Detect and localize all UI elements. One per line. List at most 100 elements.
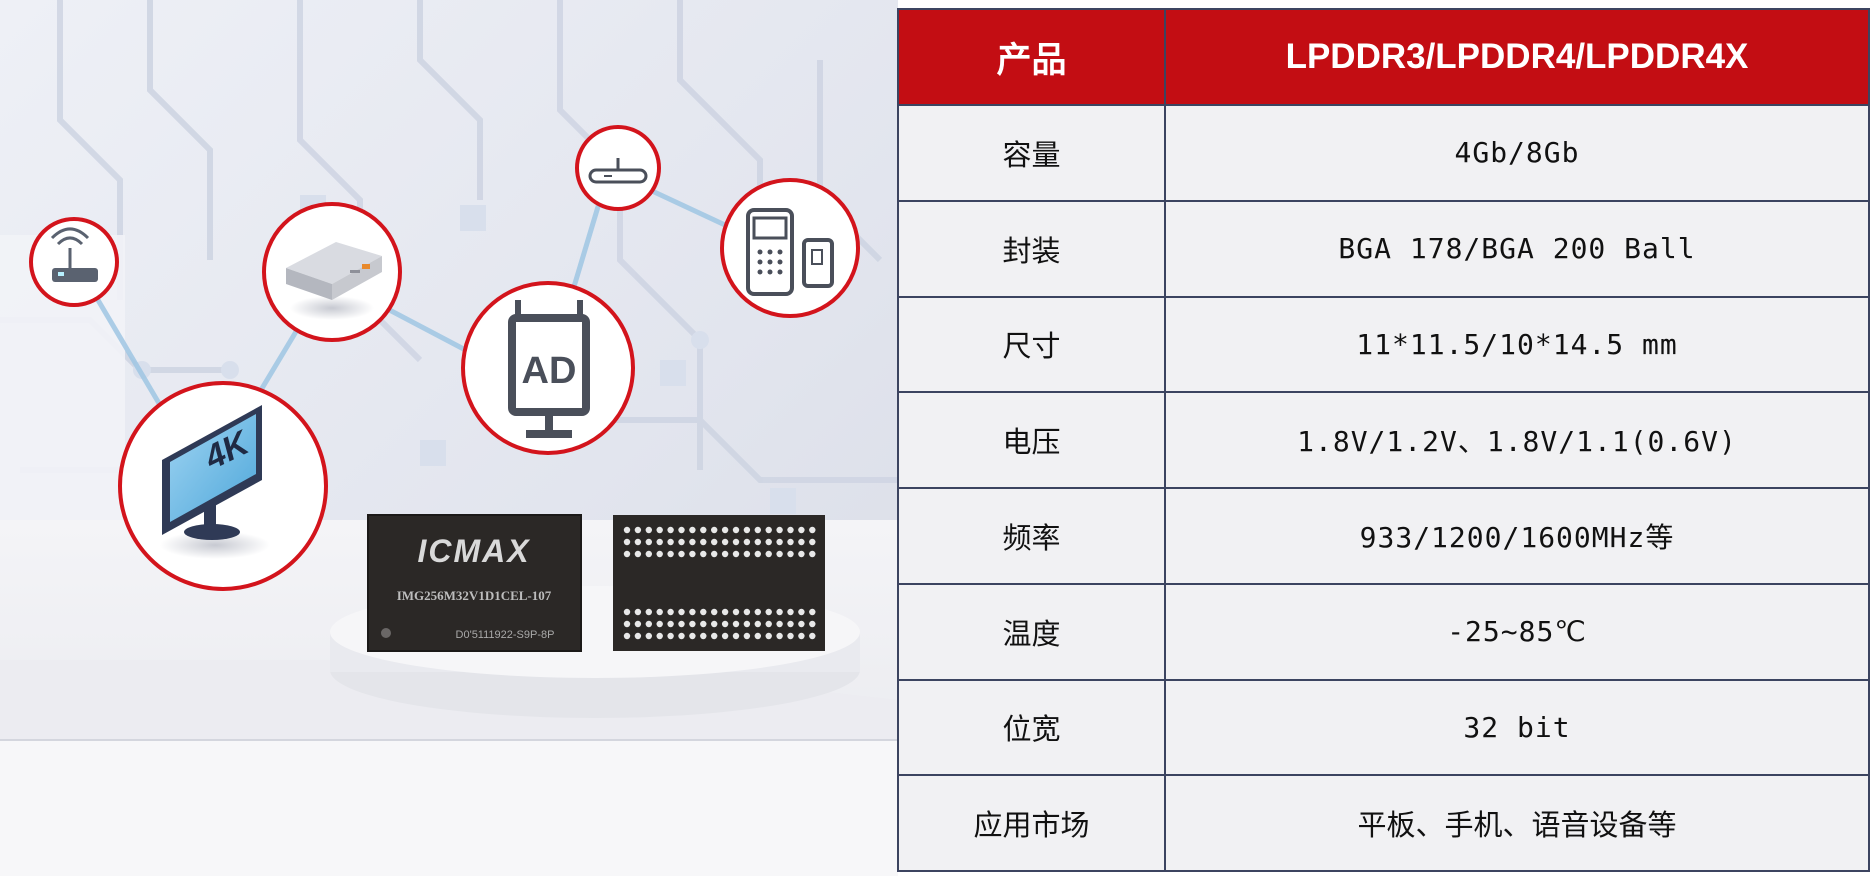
spec-row-capacity: 容量 4Gb/8Gb xyxy=(897,104,1870,202)
bga-ball xyxy=(667,538,674,546)
bga-ball xyxy=(809,550,816,558)
bga-ball xyxy=(809,538,816,546)
bga-ball xyxy=(689,538,696,546)
spec-value: 平板、手机、语音设备等 xyxy=(1164,774,1870,872)
bga-ball xyxy=(798,538,805,546)
bga-ball xyxy=(634,550,642,558)
bga-ball-array xyxy=(623,526,816,640)
billboard-ad-label: AD xyxy=(522,350,577,392)
bga-ball xyxy=(743,550,751,558)
bga-ball xyxy=(656,538,663,546)
bga-ball xyxy=(700,538,707,546)
bga-ball xyxy=(700,550,707,558)
bga-ball xyxy=(787,526,794,534)
bga-ball xyxy=(634,608,642,616)
monitor-4k-icon: 4K xyxy=(118,381,328,591)
bga-ball xyxy=(645,550,652,558)
bga-ball xyxy=(711,620,718,628)
bga-ball xyxy=(798,526,805,534)
bga-ball xyxy=(656,608,663,616)
bga-ball xyxy=(711,538,718,546)
bga-ball xyxy=(623,608,631,616)
bga-ball xyxy=(765,608,772,616)
bga-ball xyxy=(689,526,696,534)
bga-ball xyxy=(700,620,707,628)
bga-ball xyxy=(721,620,729,628)
bga-ball xyxy=(809,632,816,640)
bga-ball xyxy=(721,632,729,640)
bga-ball xyxy=(721,608,729,616)
spec-value: -25~85℃ xyxy=(1164,582,1870,681)
spec-row-dimensions: 尺寸 11*11.5/10*14.5 mm xyxy=(897,295,1870,394)
bga-ball xyxy=(732,620,740,628)
chip-logo: ICMAX xyxy=(417,533,530,569)
bga-ball xyxy=(678,620,685,628)
bga-ball xyxy=(809,526,816,534)
memory-chip-front: ICMAX IMG256M32V1D1CEL-107 D0'5111922-S9… xyxy=(367,514,582,652)
bga-ball xyxy=(667,550,674,558)
bga-ball xyxy=(656,632,663,640)
bga-ball xyxy=(754,632,761,640)
product-illustration: 4K AD ICMAX IMG256M32V1D1CEL-107 xyxy=(0,0,898,876)
floor-front xyxy=(0,740,898,876)
bga-ball xyxy=(711,550,718,558)
bga-ball xyxy=(798,550,805,558)
bga-ball xyxy=(743,620,751,628)
billboard-icon: AD xyxy=(461,281,635,455)
spec-label: 位宽 xyxy=(897,678,1166,777)
bga-ball xyxy=(765,620,772,628)
bga-ball xyxy=(765,632,772,640)
bga-ball xyxy=(689,550,696,558)
bga-ball xyxy=(678,550,685,558)
bga-ball xyxy=(776,608,783,616)
bga-ball xyxy=(645,608,652,616)
spec-label: 电压 xyxy=(897,391,1166,489)
spec-label: 尺寸 xyxy=(897,295,1166,394)
bga-ball xyxy=(787,538,794,546)
bga-ball xyxy=(656,550,663,558)
bga-ball xyxy=(667,632,674,640)
bga-ball xyxy=(645,620,652,628)
chip-pin1-dot xyxy=(381,628,391,638)
spec-table-header-row: 产品 LPDDR3/LPDDR4/LPDDR4X xyxy=(897,8,1870,106)
spec-value: 1.8V/1.2V、1.8V/1.1(0.6V) xyxy=(1164,391,1870,489)
chip-part-number: IMG256M32V1D1CEL-107 xyxy=(397,588,552,603)
bga-ball xyxy=(678,538,685,546)
bga-ball xyxy=(732,632,740,640)
bga-ball xyxy=(776,538,783,546)
router-icon xyxy=(29,217,119,307)
bga-ball xyxy=(721,526,729,534)
bga-ball xyxy=(623,526,631,534)
bga-ball xyxy=(798,608,805,616)
bga-ball xyxy=(787,620,794,628)
set-top-box-icon xyxy=(262,202,402,342)
bga-ball xyxy=(656,526,663,534)
bga-ball xyxy=(711,526,718,534)
bga-ball xyxy=(754,620,761,628)
spec-row-temperature: 温度 -25~85℃ xyxy=(897,582,1870,681)
spec-value: BGA 178/BGA 200 Ball xyxy=(1164,199,1870,298)
bga-ball xyxy=(700,632,707,640)
bga-ball xyxy=(689,620,696,628)
bga-ball xyxy=(765,538,772,546)
bga-ball xyxy=(623,632,631,640)
spec-label: 温度 xyxy=(897,582,1166,681)
spec-label: 封装 xyxy=(897,199,1166,298)
bga-ball xyxy=(776,526,783,534)
bga-ball xyxy=(634,620,642,628)
bga-ball xyxy=(623,538,631,546)
bga-ball xyxy=(776,620,783,628)
spec-row-package: 封装 BGA 178/BGA 200 Ball xyxy=(897,199,1870,298)
spec-row-application: 应用市场 平板、手机、语音设备等 xyxy=(897,774,1870,872)
bga-ball xyxy=(787,632,794,640)
bga-ball xyxy=(732,608,740,616)
bga-ball xyxy=(678,608,685,616)
bga-ball xyxy=(765,550,772,558)
bga-ball xyxy=(634,632,642,640)
bga-ball xyxy=(634,526,642,534)
bga-ball xyxy=(732,550,740,558)
bga-ball xyxy=(809,608,816,616)
bga-ball xyxy=(623,550,631,558)
bga-ball xyxy=(645,526,652,534)
bga-ball xyxy=(787,608,794,616)
